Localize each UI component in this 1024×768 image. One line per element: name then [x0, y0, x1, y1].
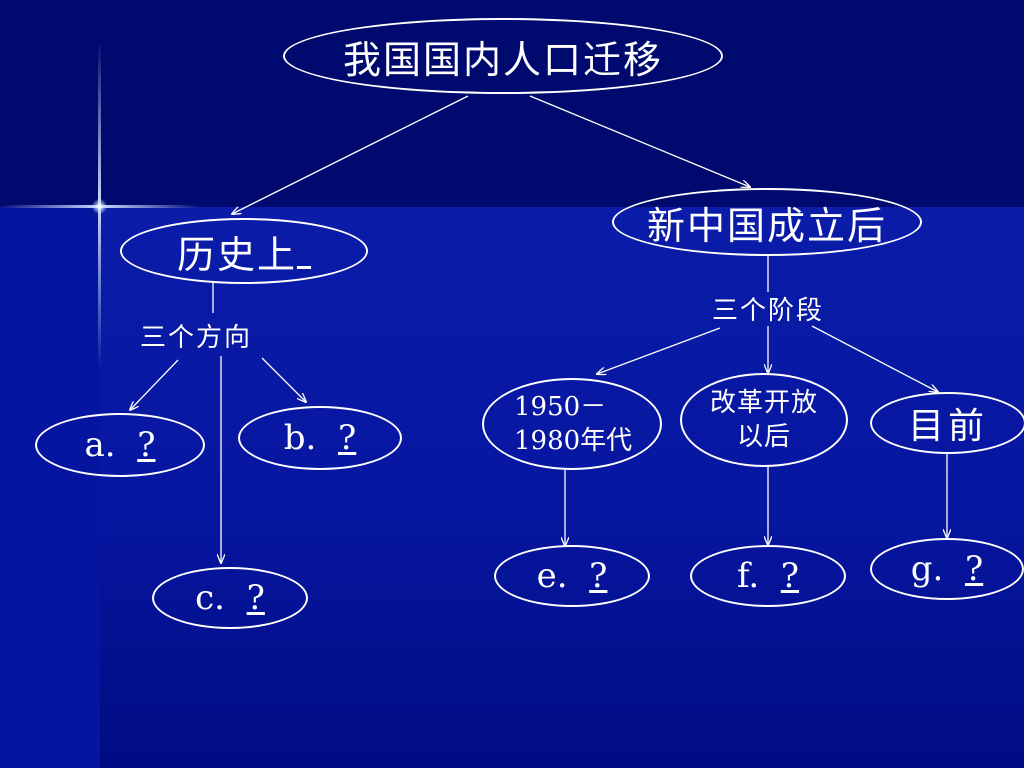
edge-directions-b	[261, 357, 306, 402]
stage-1950-line1: 1950－	[514, 392, 607, 422]
node-c: c. ?	[152, 567, 308, 629]
edge-stages-current	[811, 325, 938, 392]
node-b-value: ?	[337, 418, 357, 458]
node-e: e. ?	[494, 545, 650, 607]
node-f: f. ?	[690, 545, 846, 607]
background-left-band	[0, 207, 100, 768]
node-a-value: ?	[137, 425, 156, 465]
stage-reform-node: 改革开放 以后	[680, 373, 848, 467]
edge-stages-1950	[597, 327, 721, 374]
root-node: 我国国内人口迁移	[283, 18, 723, 94]
edge-root-history	[232, 95, 469, 214]
stage-reform-line1: 改革开放	[709, 388, 818, 418]
node-f-prefix: f.	[736, 556, 760, 596]
node-g: g. ?	[870, 538, 1024, 600]
node-e-prefix: e.	[536, 556, 568, 596]
node-c-value: ?	[246, 578, 265, 618]
new-china-node: 新中国成立后	[612, 188, 922, 256]
node-f-value: ?	[780, 556, 800, 596]
node-b-prefix: b.	[283, 418, 317, 458]
node-a-prefix: a.	[84, 425, 116, 465]
stage-1950-1980-node: 1950－ 1980年代	[482, 378, 662, 470]
node-g-value: ?	[964, 549, 984, 589]
node-e-value: ?	[589, 556, 608, 596]
history-node-label: 历史上	[176, 232, 297, 277]
node-c-prefix: c.	[195, 578, 225, 618]
stage-reform-line2: 以后	[736, 422, 791, 452]
stages-label: 三个阶段	[712, 296, 825, 326]
light-flare-core	[92, 199, 107, 214]
node-a: a. ?	[35, 413, 205, 477]
stage-current-label: 目前	[907, 406, 988, 447]
root-node-label: 我国国内人口迁移	[342, 37, 663, 82]
new-china-node-label: 新中国成立后	[646, 203, 887, 248]
directions-label: 三个方向	[140, 323, 253, 353]
node-b: b. ?	[238, 406, 402, 470]
edge-root-newchina	[529, 95, 750, 187]
stage-1950-line2: 1980年代	[514, 426, 633, 456]
background-main	[100, 207, 1024, 768]
stage-current-node: 目前	[870, 392, 1024, 454]
history-node: 历史上	[120, 218, 368, 284]
node-g-prefix: g.	[910, 549, 944, 589]
edge-directions-a	[130, 359, 179, 410]
